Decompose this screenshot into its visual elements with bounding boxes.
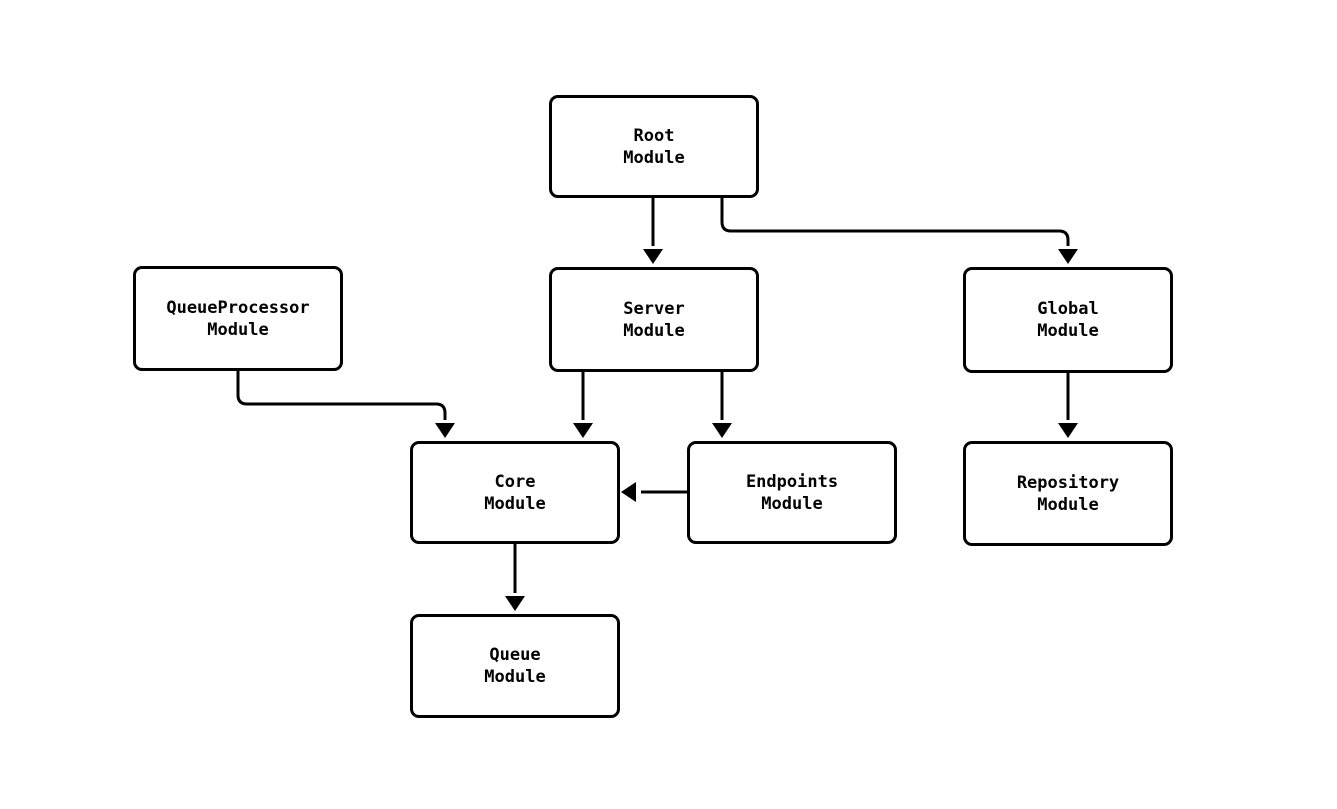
node-label-secondary: Module	[623, 147, 685, 168]
arrowhead-server-to-endpoints	[712, 423, 732, 438]
arrowhead-root-to-server	[643, 249, 663, 264]
node-label-primary: Queue	[489, 645, 541, 665]
node-label-secondary: Module	[761, 493, 823, 514]
node-label-primary: Server	[623, 298, 685, 319]
node-label-secondary: Module	[484, 667, 546, 687]
node-label-secondary: Module	[484, 493, 546, 514]
node-label-primary: Global	[1037, 299, 1099, 319]
arrowhead-core-to-queue	[505, 596, 525, 611]
arrowhead-global-to-repository	[1058, 423, 1078, 438]
node-label-secondary: Module	[207, 319, 269, 340]
node-label-primary: Endpoints	[745, 471, 839, 492]
node-label-secondary: Module	[1037, 494, 1099, 515]
node-label-primary: Repository	[1016, 472, 1120, 493]
arrowhead-endpoints-to-core	[621, 482, 636, 502]
node-label-primary: Root	[633, 125, 675, 146]
node-label-primary: QueueProcessor	[166, 297, 310, 318]
arrowhead-server-to-core	[573, 423, 593, 438]
node-label-secondary: Module	[1037, 321, 1099, 341]
arrowhead-queueprocessor-to-core	[435, 423, 455, 438]
edge-queueprocessor-to-core	[236, 371, 447, 420]
node-label-secondary: Module	[623, 320, 685, 341]
edge-root-to-global	[720, 198, 1070, 246]
edge-paths	[236, 198, 1070, 593]
node-label-primary: Core	[494, 471, 536, 492]
edge-arrowheads	[435, 249, 1078, 611]
arrowhead-root-to-global	[1058, 249, 1078, 264]
